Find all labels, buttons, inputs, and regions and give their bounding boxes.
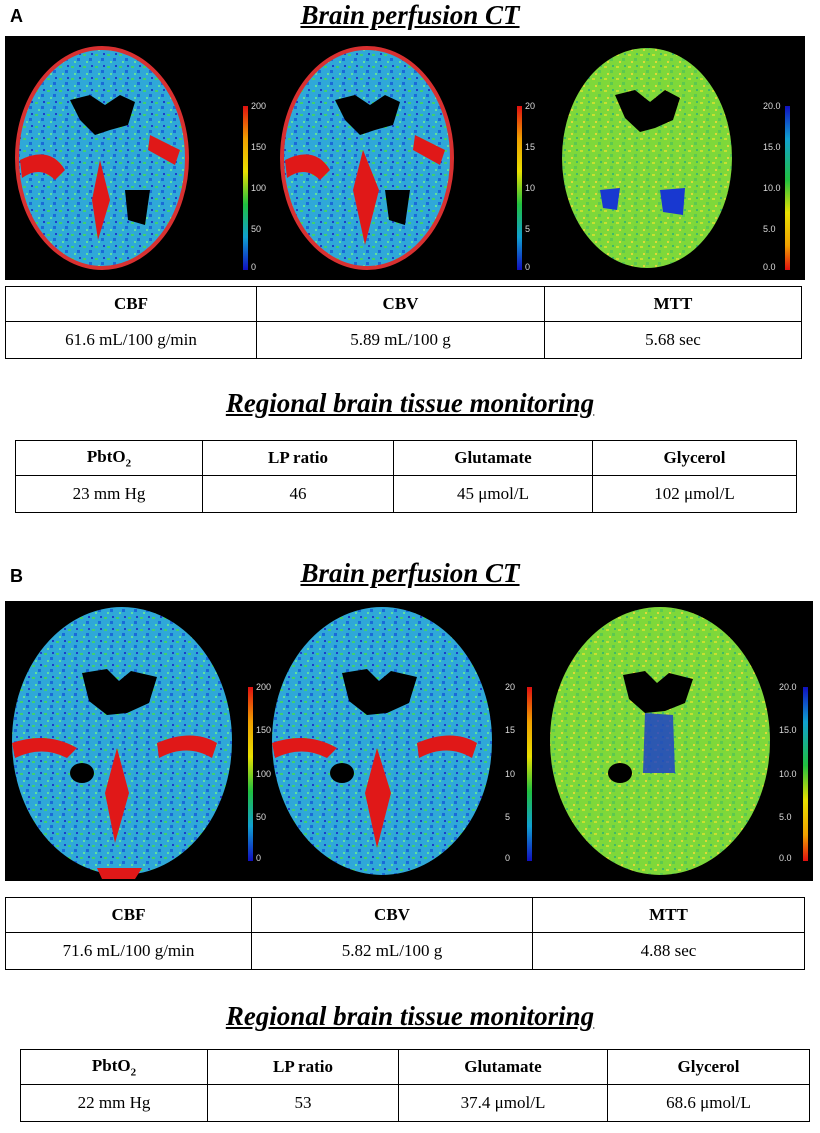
scale-tick: 0.0 <box>763 262 776 272</box>
table-header: CBV <box>251 897 533 933</box>
scale-tick: 10.0 <box>779 769 797 779</box>
table-row: 61.6 mL/100 g/min 5.89 mL/100 g 5.68 sec <box>5 321 802 359</box>
table-cell: 102 μmol/L <box>592 475 797 513</box>
perfusion-table-b: CBF CBV MTT 71.6 mL/100 g/min 5.82 mL/10… <box>5 897 805 970</box>
scale-tick: 50 <box>256 812 267 822</box>
table-header: CBV <box>256 286 545 322</box>
monitoring-table-a: PbtO2 LP ratio Glutamate Glycerol 23 mm … <box>15 440 797 513</box>
perfusion-table-a: CBF CBV MTT 61.6 mL/100 g/min 5.89 mL/10… <box>5 286 802 359</box>
table-header: CBF <box>5 286 257 322</box>
scale-tick: 10 <box>525 183 536 193</box>
scale-tick: 0 <box>256 853 262 863</box>
scale-tick: 15 <box>525 142 536 152</box>
table-cell: 71.6 mL/100 g/min <box>5 932 252 970</box>
table-cell: 22 mm Hg <box>20 1084 208 1122</box>
perfusion-scan-strip-a: 200 150 100 50 0 20 15 10 5 0 20.0 15.0 … <box>5 36 805 280</box>
table-cell: 5.89 mL/100 g <box>256 321 545 359</box>
scale-tick: 10 <box>505 769 516 779</box>
table-cell: 4.88 sec <box>532 932 805 970</box>
table-row: 22 mm Hg 53 37.4 μmol/L 68.6 μmol/L <box>20 1084 810 1122</box>
panel-label-b: B <box>10 566 23 586</box>
monitoring-title-a: Regional brain tissue monitoring <box>225 388 595 418</box>
table-cell: 45 μmol/L <box>393 475 593 513</box>
scale-tick: 5 <box>505 812 511 822</box>
scale-tick: 20 <box>525 101 536 111</box>
table-header: MTT <box>544 286 802 322</box>
scale-tick: 20.0 <box>779 682 797 692</box>
table-header-row: PbtO2 LP ratio Glutamate Glycerol <box>20 1049 810 1085</box>
table-header: Glutamate <box>393 440 593 476</box>
pbto2-label: PbtO <box>86 446 126 466</box>
scale-tick: 0 <box>251 262 257 272</box>
table-header: Glycerol <box>592 440 797 476</box>
table-row: 71.6 mL/100 g/min 5.82 mL/100 g 4.88 sec <box>5 932 805 970</box>
perfusion-scan-strip-b: 200 150 100 50 0 20 15 10 5 0 20.0 15.0 … <box>5 601 813 881</box>
pbto2-subscript: 2 <box>125 457 132 470</box>
scale-tick: 150 <box>256 725 272 735</box>
table-cell: 53 <box>207 1084 399 1122</box>
table-cell: 23 mm Hg <box>15 475 203 513</box>
pbto2-subscript: 2 <box>130 1066 137 1079</box>
table-header: Glycerol <box>607 1049 810 1085</box>
scale-tick: 20.0 <box>763 101 781 111</box>
table-cell: 46 <box>202 475 394 513</box>
scale-tick: 5.0 <box>779 812 792 822</box>
table-cell: 61.6 mL/100 g/min <box>5 321 257 359</box>
scale-tick: 50 <box>251 224 262 234</box>
cbf-map-image <box>15 46 189 270</box>
mtt-map-image <box>562 48 732 268</box>
scale-tick: 0.0 <box>779 853 792 863</box>
scale-tick: 200 <box>251 101 267 111</box>
scale-tick: 10.0 <box>763 183 781 193</box>
table-header: MTT <box>532 897 805 933</box>
scale-tick: 15.0 <box>763 142 781 152</box>
cbf-map-image <box>12 607 232 879</box>
scale-tick: 150 <box>251 142 267 152</box>
table-header: Glutamate <box>398 1049 608 1085</box>
table-cell: 5.82 mL/100 g <box>251 932 533 970</box>
table-header-row: PbtO2 LP ratio Glutamate Glycerol <box>15 440 797 476</box>
scale-tick: 15 <box>505 725 516 735</box>
pbto2-label: PbtO <box>91 1055 131 1075</box>
monitoring-table-b: PbtO2 LP ratio Glutamate Glycerol 22 mm … <box>20 1049 810 1122</box>
table-header: LP ratio <box>202 440 394 476</box>
scale-tick: 200 <box>256 682 272 692</box>
scale-tick: 0 <box>525 262 531 272</box>
scale-tick: 15.0 <box>779 725 797 735</box>
table-header: PbtO2 <box>15 440 203 476</box>
table-header: LP ratio <box>207 1049 399 1085</box>
perfusion-title-a: Brain perfusion CT <box>300 0 520 30</box>
scale-tick: 5.0 <box>763 224 776 234</box>
monitoring-title-b: Regional brain tissue monitoring <box>225 1001 595 1031</box>
cbv-map-image <box>280 46 454 270</box>
table-header: PbtO2 <box>20 1049 208 1085</box>
table-cell: 68.6 μmol/L <box>607 1084 810 1122</box>
cbv-map-image <box>272 607 492 875</box>
table-header: CBF <box>5 897 252 933</box>
table-cell: 37.4 μmol/L <box>398 1084 608 1122</box>
panel-label-a: A <box>10 6 23 26</box>
mtt-map-image <box>550 607 770 875</box>
table-cell: 5.68 sec <box>544 321 802 359</box>
table-header-row: CBF CBV MTT <box>5 286 802 322</box>
table-header-row: CBF CBV MTT <box>5 897 805 933</box>
perfusion-title-b: Brain perfusion CT <box>300 558 520 588</box>
scale-tick: 0 <box>505 853 511 863</box>
scale-tick: 20 <box>505 682 516 692</box>
scale-tick: 100 <box>256 769 272 779</box>
scale-tick: 5 <box>525 224 531 234</box>
scale-tick: 100 <box>251 183 267 193</box>
table-row: 23 mm Hg 46 45 μmol/L 102 μmol/L <box>15 475 797 513</box>
